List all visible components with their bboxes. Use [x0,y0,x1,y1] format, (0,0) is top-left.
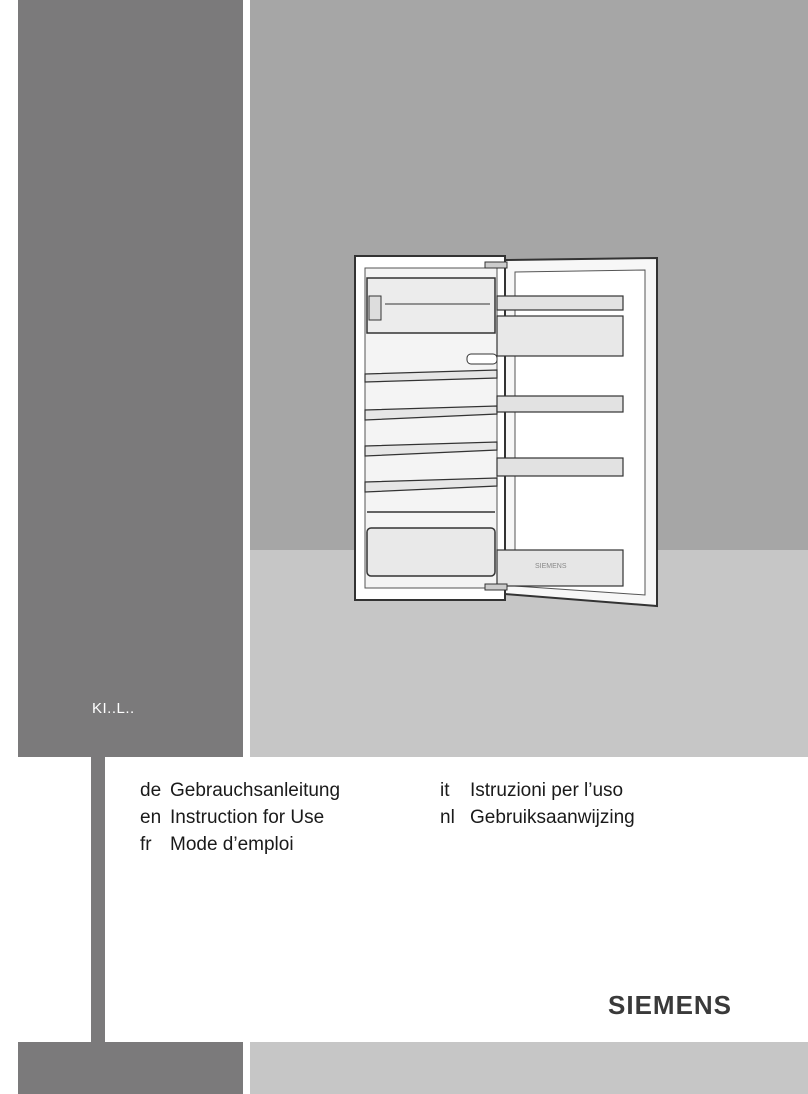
language-item: en Instruction for Use [140,807,340,834]
door-bin-3 [496,395,624,413]
freezer-compartment [366,277,496,334]
language-item: fr Mode d’emploi [140,834,340,861]
vertical-accent-bar [91,757,105,1042]
language-code: it [440,780,450,801]
language-title: Instruction for Use [170,807,325,828]
language-code: en [140,807,162,828]
language-code: de [140,780,162,801]
door-bin-2 [496,315,624,357]
shelf-1 [364,369,498,383]
language-code: nl [440,807,455,828]
language-title: Gebrauchsanleitung [170,780,341,801]
shelf-3 [364,441,498,457]
door-bin-brand: SIEMENS [535,563,567,570]
language-title: Istruzioni per l’uso [470,780,624,801]
shelf-4 [364,477,498,493]
language-item: nl Gebruiksaanwijzing [440,807,635,834]
left-gray-band [18,0,243,757]
freezer-control [368,295,382,321]
language-item: it Istruzioni per l’uso [440,780,635,807]
right-gray-band-bottom [250,1042,808,1094]
left-gray-band-bottom [18,1042,243,1094]
crisper-drawer [366,527,496,577]
language-list-right: it Istruzioni per l’uso nl Gebruiksaanwijz… [440,780,635,834]
language-title: Gebruiksaanwijzing [470,807,635,828]
shelf-2 [364,405,498,421]
bottle [466,353,498,365]
language-list-left: de Gebrauchsanleitung en Instruction for U… [140,780,340,861]
refrigerator-illustration: SIEMENS [354,255,658,608]
door-bin-1 [496,295,624,311]
model-number: KI..L.. [92,700,135,717]
language-item: de Gebrauchsanleitung [140,780,340,807]
door-bin-4 [496,457,624,477]
brand-logo: SIEMENS [608,990,733,1020]
language-code: fr [140,834,152,855]
door-bin-5 [496,549,624,587]
language-title: Mode d’emploi [170,834,294,855]
